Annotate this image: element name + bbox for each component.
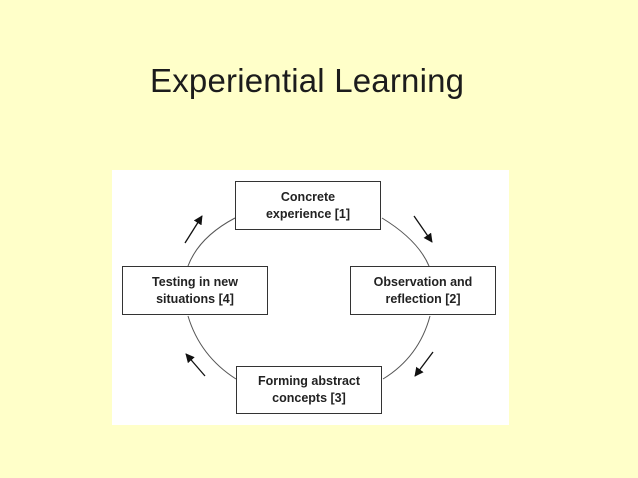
cycle-arc-bottom-right bbox=[382, 315, 431, 380]
cycle-connectors bbox=[184, 215, 434, 380]
cycle-arc-top-right bbox=[381, 217, 430, 267]
cycle-arc-top-left bbox=[187, 217, 236, 267]
node-forming-abstract-concepts: Forming abstract concepts [3] bbox=[236, 366, 382, 414]
node-concrete-experience: Concrete experience [1] bbox=[235, 181, 381, 230]
arrow-3-to-4 bbox=[185, 353, 206, 377]
learning-cycle-diagram: Concrete experience [1] Observation and … bbox=[112, 170, 509, 425]
slide-title: Experiential Learning bbox=[150, 62, 465, 99]
node-observation-reflection: Observation and reflection [2] bbox=[350, 266, 496, 315]
arrow-4-to-1 bbox=[184, 215, 203, 244]
arrow-2-to-3 bbox=[414, 351, 434, 377]
cycle-arc-bottom-left bbox=[187, 315, 237, 380]
node-testing-new-situations: Testing in new situations [4] bbox=[122, 266, 268, 315]
arrow-1-to-2 bbox=[413, 215, 433, 243]
